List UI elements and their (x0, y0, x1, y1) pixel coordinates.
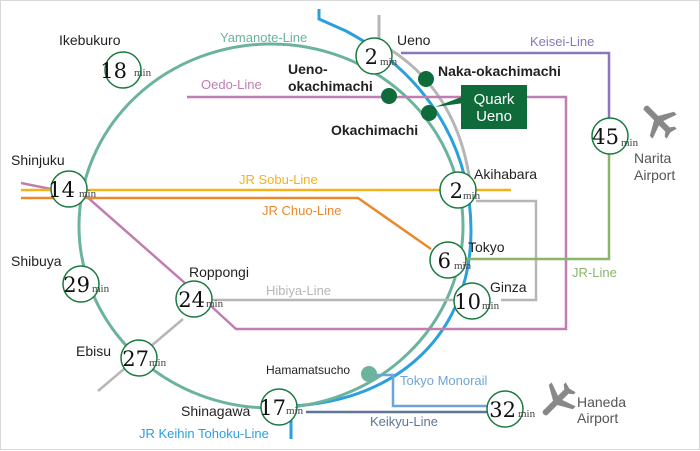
keisei-line-label: Keisei-Line (530, 34, 594, 49)
naka-okachimachi-dot (418, 71, 434, 87)
akihabara-unit: min (463, 190, 481, 202)
shibuya-name: Shibuya (11, 253, 62, 269)
shinjuku-time: 14 (48, 178, 75, 202)
shinagawa-time: 17 (259, 396, 286, 420)
keihin-tohoku-line (289, 9, 473, 439)
ueno-okachimachi-label-1: Ueno- (288, 61, 328, 77)
ebisu-name: Ebisu (76, 343, 111, 359)
keisei-line (401, 51, 611, 121)
keihin-tohoku-label: JR Keihin Tohoku-Line (139, 426, 269, 441)
akihabara-time: 2 (450, 179, 463, 203)
ueno-unit: min (380, 56, 398, 68)
shinjuku-name: Shinjuku (11, 152, 65, 168)
station-ebisu[interactable]: 27 min Ebisu (76, 339, 167, 377)
chuo-line-label: JR Chuo-Line (262, 203, 342, 218)
narita-unit: min (621, 137, 639, 149)
ueno-okachimachi-dot (381, 88, 397, 104)
keikyu-line-label: Keikyu-Line (370, 414, 438, 429)
jr-line-label: JR-Line (572, 265, 617, 280)
sobu-line-label: JR Sobu-Line (239, 172, 318, 187)
shinagawa-name: Shinagawa (181, 403, 250, 419)
hamamatsucho-name: Hamamatsucho (266, 363, 350, 377)
okachimachi-dot (421, 105, 437, 121)
ebisu-unit: min (149, 357, 167, 369)
haneda-unit: min (518, 408, 536, 420)
tokyo-name: Tokyo (468, 239, 505, 255)
ginza-time: 10 (454, 290, 481, 314)
shibuya-unit: min (92, 283, 110, 295)
tokyo-time: 6 (438, 249, 451, 273)
station-tokyo[interactable]: 6 min Tokyo (429, 239, 505, 279)
roppongi-time: 24 (178, 288, 205, 312)
naka-okachimachi-label: Naka-okachimachi (438, 63, 561, 79)
okachimachi-label: Okachimachi (331, 122, 418, 138)
roppongi-name: Roppongi (189, 264, 249, 280)
plane-icon-narita (643, 105, 677, 139)
station-shinagawa[interactable]: 17 min Shinagawa (181, 388, 304, 426)
station-akihabara[interactable]: 2 min Akihabara (439, 166, 537, 209)
ueno-okachimachi-label-2: okachimachi (288, 78, 373, 94)
station-hamamatsucho[interactable]: Hamamatsucho (266, 363, 377, 382)
ikebukuro-unit: min (134, 67, 152, 79)
shibuya-time: 29 (63, 273, 90, 297)
station-narita[interactable]: 45 min Narita Airport (591, 117, 675, 183)
narita-airport: Airport (634, 167, 675, 183)
hibiya-line-label: Hibiya-Line (266, 283, 331, 298)
monorail-label: Tokyo Monorail (400, 373, 488, 388)
quark-label: Quark (474, 91, 515, 108)
ikebukuro-name: Ikebukuro (59, 32, 121, 48)
nearby-stations: Naka-okachimachi Ueno- okachimachi Okach… (288, 61, 561, 138)
ginza-unit: min (482, 300, 500, 312)
jr-line (466, 151, 611, 261)
akihabara-name: Akihabara (474, 166, 537, 182)
shinjuku-unit: min (79, 188, 97, 200)
plane-icon-haneda (542, 382, 576, 416)
roppongi-unit: min (206, 298, 224, 310)
haneda-airport: Airport (577, 410, 618, 426)
ueno-name: Ueno (397, 32, 431, 48)
monorail-line (376, 373, 489, 408)
station-roppongi[interactable]: 24 min Roppongi (175, 264, 249, 318)
ginza-name: Ginza (490, 279, 527, 295)
ebisu-time: 27 (122, 347, 149, 371)
narita-name: Narita (634, 150, 672, 166)
ueno-time: 2 (365, 45, 378, 69)
yamanote-line-label: Yamanote-Line (220, 30, 307, 45)
station-ueno[interactable]: 2 min Ueno (355, 32, 431, 75)
station-haneda[interactable]: 32 min Haneda Airport (486, 390, 626, 428)
station-ginza[interactable]: 10 min Ginza (453, 279, 527, 320)
station-ikebukuro[interactable]: 18 min Ikebukuro (59, 32, 152, 89)
oedo-line-label: Oedo-Line (201, 77, 262, 92)
chuo-line (21, 196, 432, 251)
station-shibuya[interactable]: 29 min Shibuya (11, 253, 110, 303)
narita-time: 45 (592, 125, 619, 149)
haneda-time: 32 (489, 398, 516, 422)
tokyo-unit: min (454, 260, 472, 272)
ikebukuro-time: 18 (100, 59, 127, 83)
haneda-name: Haneda (577, 394, 626, 410)
shinagawa-unit: min (286, 405, 304, 417)
quark-ueno-callout[interactable]: Quark Ueno (435, 85, 527, 129)
station-shinjuku[interactable]: 14 min Shinjuku (11, 152, 97, 208)
ueno-label: Ueno (476, 108, 512, 125)
